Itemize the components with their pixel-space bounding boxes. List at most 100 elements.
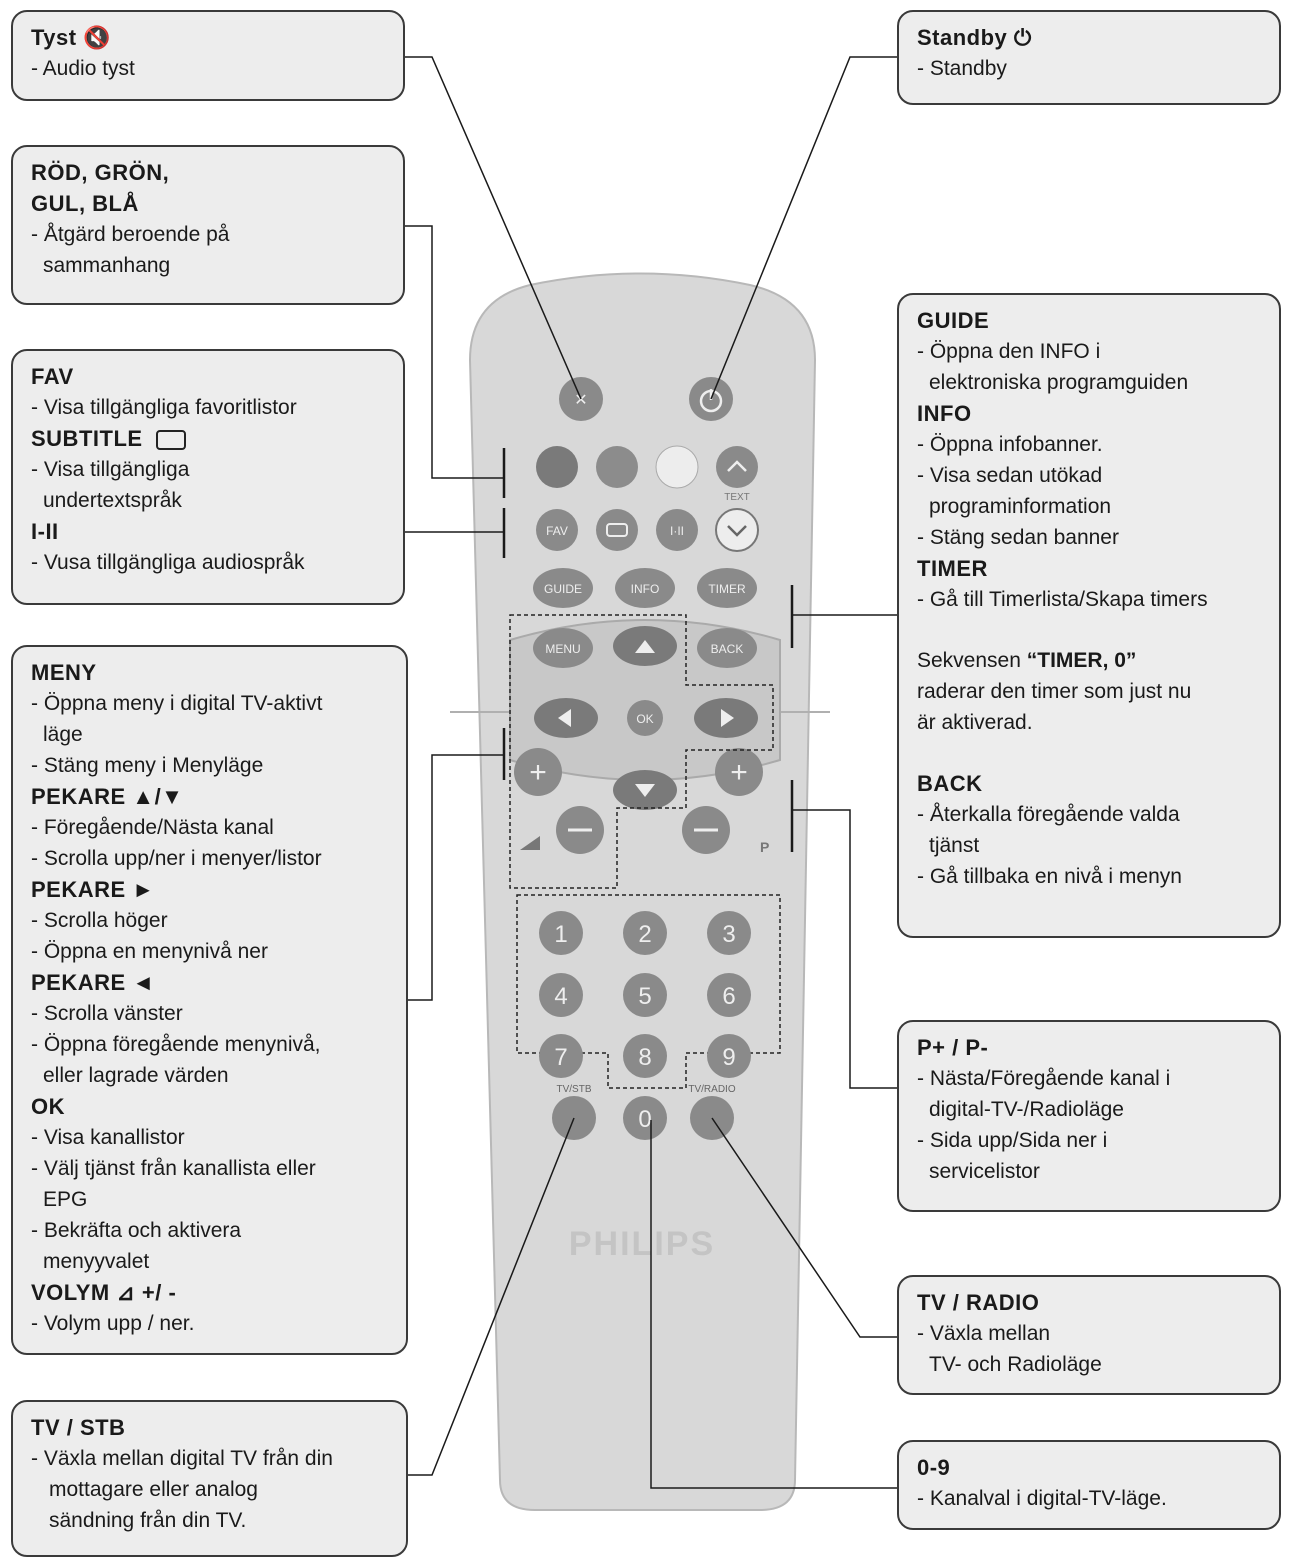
right-desc-2: - Öppna en menynivå ner xyxy=(31,940,268,963)
svg-text:+: + xyxy=(730,756,748,789)
left-title: PEKARE ◄ xyxy=(31,970,155,995)
svg-text:BACK: BACK xyxy=(711,642,744,656)
colors-desc-1: - Åtgärd beroende på xyxy=(31,223,230,246)
back-button[interactable]: BACK xyxy=(697,628,757,668)
tvradio-label: TV/RADIO xyxy=(688,1084,735,1095)
svg-text:GUIDE: GUIDE xyxy=(544,582,582,596)
menu-callout: MENY - Öppna meny i digital TV-aktivt lä… xyxy=(11,645,408,1355)
pplus-desc-2: digital-TV-/Radioläge xyxy=(929,1098,1124,1121)
ok-desc-1: - Visa kanallistor xyxy=(31,1126,185,1149)
digits-title: 0-9 xyxy=(917,1455,951,1480)
info-button[interactable]: INFO xyxy=(615,568,675,608)
digit-3-button[interactable]: 3 xyxy=(707,911,751,955)
digit-9-button[interactable]: 9 xyxy=(707,1034,751,1078)
updown-title: PEKARE ▲/▼ xyxy=(31,784,184,809)
up-button[interactable] xyxy=(613,626,677,666)
red-button[interactable] xyxy=(536,446,578,488)
info-title: INFO xyxy=(917,401,972,426)
left-button[interactable] xyxy=(534,698,598,738)
subtitle-button[interactable] xyxy=(596,509,638,551)
info-desc-1: - Öppna infobanner. xyxy=(917,433,1103,456)
ok-desc-4: - Bekräfta och aktivera xyxy=(31,1219,242,1242)
digit-6-button[interactable]: 6 xyxy=(707,973,751,1017)
ok-desc-2: - Välj tjänst från kanallista eller xyxy=(31,1157,316,1180)
back-desc-3: - Gå tillbaka en nivå i menyn xyxy=(917,865,1182,888)
svg-text:2: 2 xyxy=(638,921,651,948)
text-label: TEXT xyxy=(724,492,750,503)
digit-0-button[interactable]: 0 xyxy=(623,1096,667,1140)
yellow-button[interactable] xyxy=(655,445,699,489)
program-down-button[interactable] xyxy=(682,806,730,854)
page-up-button[interactable] xyxy=(716,446,758,488)
timer-title: TIMER xyxy=(917,556,988,581)
svg-text:MENU: MENU xyxy=(545,642,580,656)
volume-title: VOLYM xyxy=(31,1280,110,1305)
subtitle-desc-1: - Visa tillgängliga xyxy=(31,458,190,481)
timer-button[interactable]: TIMER xyxy=(697,568,757,608)
updown-desc-1: - Föregående/Nästa kanal xyxy=(31,816,274,839)
digits-callout: 0-9 - Kanalval i digital-TV-läge. xyxy=(897,1440,1281,1530)
power-icon: ⏻ xyxy=(1013,25,1032,50)
info-desc-4: - Stäng sedan banner xyxy=(917,526,1119,549)
tvradio-desc-1: - Växla mellan xyxy=(917,1322,1051,1345)
guide-desc-1: - Öppna den INFO i xyxy=(917,340,1101,363)
tvstb-label: TV/STB xyxy=(556,1084,591,1095)
ok-button[interactable]: OK xyxy=(627,700,663,736)
dual-audio-button[interactable]: I·II xyxy=(656,509,698,551)
svg-text:+: + xyxy=(529,756,547,789)
volume-down-button[interactable] xyxy=(556,806,604,854)
updown-desc-2: - Scrolla upp/ner i menyer/listor xyxy=(31,847,322,870)
digit-8-button[interactable]: 8 xyxy=(623,1034,667,1078)
info-desc-3: programinformation xyxy=(929,495,1112,518)
digit-2-button[interactable]: 2 xyxy=(623,911,667,955)
down-button[interactable] xyxy=(613,770,677,810)
tvradio-title: TV / RADIO xyxy=(917,1290,1040,1315)
svg-text:✕: ✕ xyxy=(574,392,587,409)
audio-desc: - Vusa tillgängliga audiospråk xyxy=(31,551,305,574)
digit-5-button[interactable]: 5 xyxy=(623,973,667,1017)
standby-desc: - Standby xyxy=(917,57,1007,80)
guide-button[interactable]: GUIDE xyxy=(533,568,593,608)
page-down-button[interactable] xyxy=(715,508,759,552)
colors-title-1: RÖD, GRÖN, xyxy=(31,160,170,185)
volume-suffix: +/ - xyxy=(141,1280,177,1305)
fav-button[interactable]: FAV xyxy=(536,509,578,551)
left-desc-3: eller lagrade värden xyxy=(43,1064,229,1087)
leader-lines xyxy=(404,56,897,1489)
audio-title: I-II xyxy=(31,519,59,544)
guide-callout: GUIDE - Öppna den INFO i elektroniska pr… xyxy=(897,293,1281,938)
digit-7-button[interactable]: 7 xyxy=(539,1034,583,1078)
right-desc-1: - Scrolla höger xyxy=(31,909,168,932)
volume-ramp-icon xyxy=(520,836,540,850)
left-desc-1: - Scrolla vänster xyxy=(31,1002,183,1025)
volume-up-button[interactable]: + xyxy=(514,748,562,796)
mute-title: Tyst xyxy=(31,25,77,50)
svg-text:9: 9 xyxy=(722,1044,735,1071)
svg-text:INFO: INFO xyxy=(631,582,660,596)
svg-text:5: 5 xyxy=(638,983,651,1010)
right-button[interactable] xyxy=(694,698,758,738)
program-up-button[interactable]: + xyxy=(715,748,763,796)
green-button[interactable] xyxy=(596,446,638,488)
colors-desc-2: sammanhang xyxy=(43,254,171,277)
svg-text:7: 7 xyxy=(554,1044,567,1071)
standby-callout: Standby ⏻ - Standby xyxy=(897,10,1281,105)
tvstb-desc-1: - Växla mellan digital TV från din xyxy=(31,1447,333,1470)
guide-desc-2: elektroniska programguiden xyxy=(929,371,1189,394)
svg-text:1: 1 xyxy=(554,921,567,948)
speaker-mute-icon: 🔇 xyxy=(83,25,112,50)
ok-desc-5: menyyvalet xyxy=(43,1250,150,1273)
ok-desc-3: EPG xyxy=(43,1188,88,1211)
color-keys-callout: RÖD, GRÖN, GUL, BLÅ - Åtgärd beroende på… xyxy=(11,145,405,305)
tvstb-desc-3: sändning från din TV. xyxy=(49,1509,247,1532)
left-desc-2: - Öppna föregående menynivå, xyxy=(31,1033,321,1056)
svg-text:3: 3 xyxy=(722,921,735,948)
digit-1-button[interactable]: 1 xyxy=(539,911,583,955)
menu-button[interactable]: MENU xyxy=(533,628,593,668)
pplus-desc-4: servicelistor xyxy=(929,1160,1040,1183)
digits-desc: - Kanalval i digital-TV-läge. xyxy=(917,1487,1167,1510)
back-desc-2: tjänst xyxy=(929,834,980,857)
subtitle-title: SUBTITLE xyxy=(31,426,143,451)
digit-4-button[interactable]: 4 xyxy=(539,973,583,1017)
